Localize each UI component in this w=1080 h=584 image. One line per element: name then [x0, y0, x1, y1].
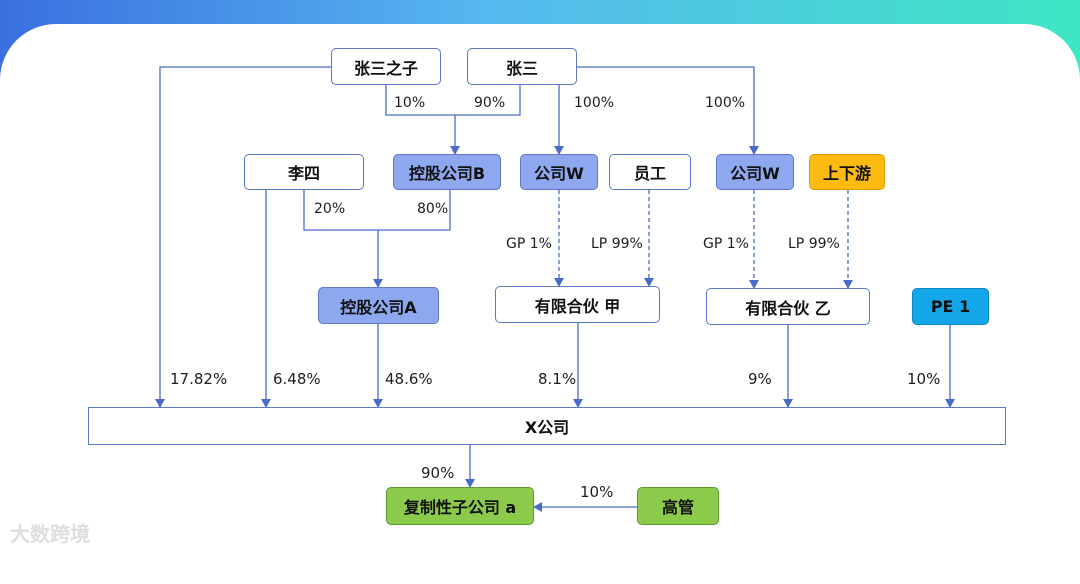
node-holding-a: 控股公司A — [318, 287, 439, 324]
label-updown-lp: LP 99% — [788, 236, 840, 252]
label-lisi-to-x: 6.48% — [273, 370, 321, 388]
node-company-w2: 公司W — [716, 154, 794, 190]
label-yi-to-x: 9% — [748, 370, 772, 388]
label-zs-to-w1: 100% — [574, 95, 615, 111]
label-a-to-x: 48.6% — [385, 370, 433, 388]
label-w1-gp: GP 1% — [506, 236, 552, 252]
node-lp-yi: 有限合伙 乙 — [706, 288, 870, 325]
label-emp-lp: LP 99% — [591, 236, 643, 252]
label-exec-to-sub: 10% — [580, 483, 614, 501]
watermark-logo: 大数跨境 — [10, 522, 90, 546]
node-company-w1: 公司W — [520, 154, 598, 190]
label-b-to-a: 80% — [417, 201, 449, 217]
label-x-to-sub: 90% — [421, 464, 455, 482]
edge-lisi-b-to-a — [303, 190, 451, 231]
node-zhangsan: 张三 — [467, 48, 577, 85]
node-subsidiary-a: 复制性子公司 a — [386, 487, 534, 525]
connector-lines — [155, 66, 955, 512]
node-lp-jia: 有限合伙 甲 — [495, 286, 660, 323]
node-employee: 员工 — [609, 154, 691, 190]
edge-zs-to-w2 — [577, 66, 759, 155]
label-zs-to-w2: 100% — [705, 95, 746, 111]
label-son-to-x: 17.82% — [170, 370, 228, 388]
edge-son-to-b — [385, 85, 521, 116]
edge-son-to-x — [155, 66, 331, 408]
node-holding-b: 控股公司B — [393, 154, 501, 190]
label-son-to-b: 10% — [394, 95, 426, 111]
label-jia-to-x: 8.1% — [538, 370, 577, 388]
label-pe-to-x: 10% — [907, 370, 941, 388]
node-pe1: PE 1 — [912, 288, 989, 325]
label-lisi-to-a: 20% — [314, 201, 346, 217]
label-w2-gp: GP 1% — [703, 236, 749, 252]
node-x-company: X公司 — [88, 407, 1006, 445]
node-upstream-downstream: 上下游 — [809, 154, 885, 190]
label-zs-to-b: 90% — [474, 95, 506, 111]
node-executives: 高管 — [637, 487, 719, 525]
node-zhangsan-son: 张三之子 — [331, 48, 441, 85]
node-lisi: 李四 — [244, 154, 364, 190]
